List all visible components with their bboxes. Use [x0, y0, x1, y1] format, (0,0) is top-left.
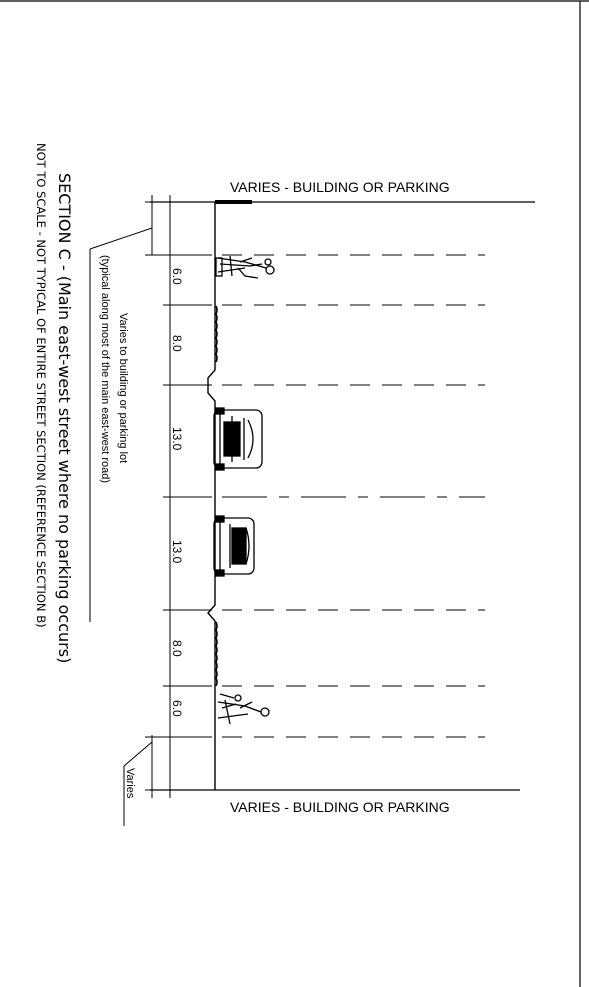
dimension-sidewalk-right: 6.0: [170, 700, 184, 717]
car-2-icon: [213, 515, 255, 577]
bottom-label: VARIES - BUILDING OR PARKING: [230, 799, 450, 815]
note-line-1: Varies to building or parking lot: [117, 313, 129, 463]
top-label: VARIES - BUILDING OR PARKING: [230, 179, 450, 195]
dimension-lane-1: 13.0: [170, 427, 184, 451]
section-subtitle: NOT TO SCALE - NOT TYPICAL OF ENTIRE STR…: [34, 143, 48, 628]
dimension-planting-left: 8.0: [170, 335, 184, 352]
varies-leader: [123, 741, 153, 826]
dimension-lane-2: 13.0: [170, 540, 184, 564]
pedestrians-top-icon: [215, 255, 275, 279]
dimension-planting-right: 8.0: [170, 640, 184, 657]
dashed-lines: [222, 254, 485, 738]
dimension-sidewalk-left: 6.0: [170, 268, 184, 285]
lane-lines: [163, 254, 212, 738]
section-title: SECTION C - (Main east-west street where…: [55, 173, 74, 663]
note-line-2: (typical along most of the main east-wes…: [99, 255, 111, 483]
property-lines: [150, 201, 535, 791]
ground-profile: [207, 202, 216, 790]
car-1-icon: [213, 407, 263, 471]
varies-label: Varies: [124, 768, 136, 799]
pedestrians-bottom-icon: [217, 693, 270, 725]
planting-strips: [215, 305, 218, 687]
note-leader: [89, 227, 153, 622]
